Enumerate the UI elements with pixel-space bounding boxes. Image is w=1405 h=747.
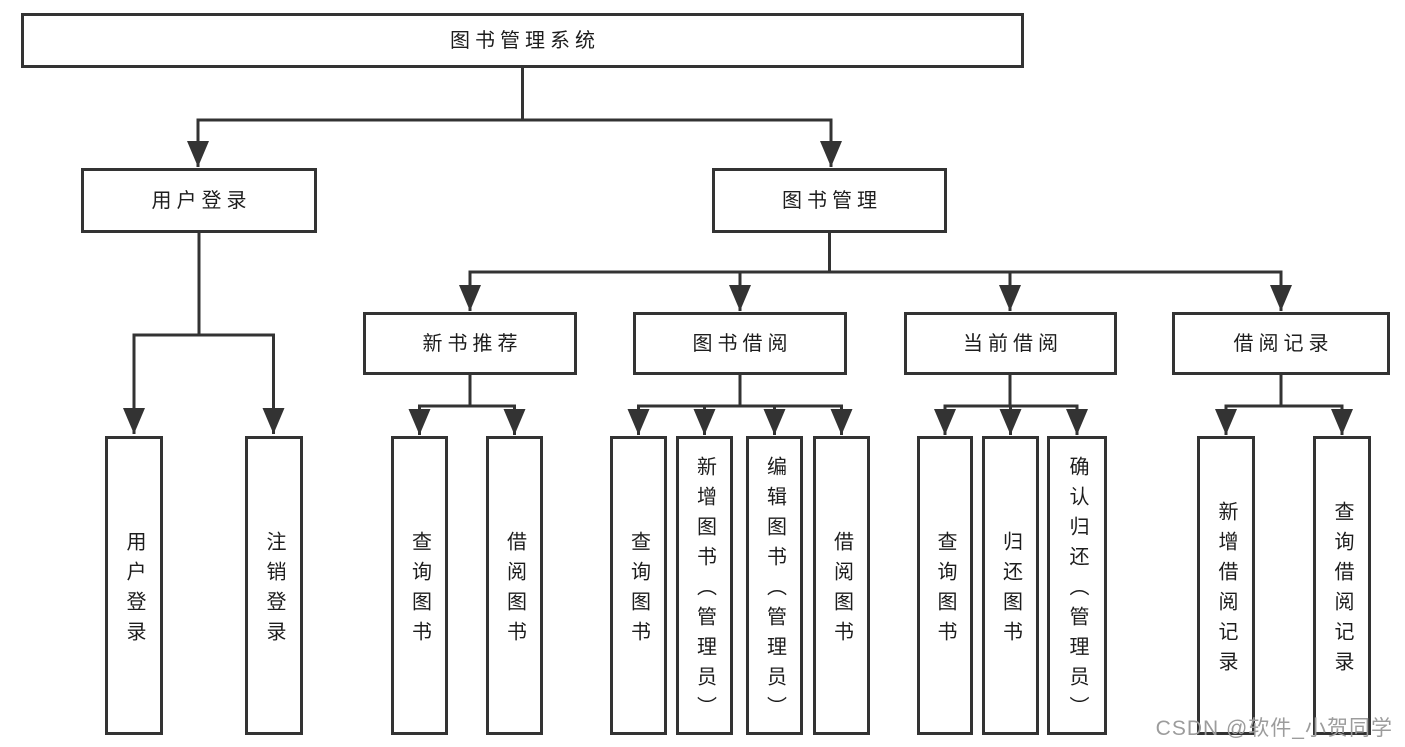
leaf-label: 新增借阅记录 xyxy=(1215,500,1237,681)
node-label: 新书推荐 xyxy=(422,332,523,355)
node-user-login: 用户登录 xyxy=(81,168,317,233)
leaf-borrow-books-recommendation: 借阅图书 xyxy=(486,436,543,735)
leaf-query-books-recommendation: 查询图书 xyxy=(391,436,448,735)
leaf-label: 确认归还（管理员） xyxy=(1066,455,1088,726)
leaf-add-borrowing-record: 新增借阅记录 xyxy=(1197,436,1255,735)
leaf-label: 新增图书（管理员） xyxy=(693,455,716,726)
csdn-watermark: CSDN @软件_小贺同学 xyxy=(1155,717,1393,740)
tree-arrows xyxy=(123,120,1353,435)
leaf-label: 注销登录 xyxy=(263,530,285,651)
leaf-add-books-admin: 新增图书（管理员） xyxy=(676,436,733,735)
leaf-label: 借阅图书 xyxy=(503,530,526,651)
leaf-return-books: 归还图书 xyxy=(982,436,1039,735)
node-label: 图书管理 xyxy=(782,189,882,212)
node-book-borrowing: 图书借阅 xyxy=(633,312,847,375)
node-library-management-system: 图书管理系统 xyxy=(21,13,1024,68)
leaf-user-login: 用户登录 xyxy=(105,436,163,735)
node-borrowing-records: 借阅记录 xyxy=(1172,312,1390,375)
node-label: 图书管理系统 xyxy=(450,29,600,52)
node-label: 借阅记录 xyxy=(1233,332,1334,355)
node-book-management: 图书管理 xyxy=(712,168,947,233)
leaf-edit-books-admin: 编辑图书（管理员） xyxy=(746,436,803,735)
node-label: 用户登录 xyxy=(151,189,252,212)
leaf-label: 查询图书 xyxy=(934,530,956,651)
leaf-label: 查询图书 xyxy=(408,530,431,651)
leaf-label: 查询图书 xyxy=(627,530,650,651)
leaf-confirm-return-admin: 确认归还（管理员） xyxy=(1047,436,1107,735)
node-label: 图书借阅 xyxy=(692,332,793,355)
leaf-label: 归还图书 xyxy=(999,530,1022,651)
leaf-query-books-borrowing: 查询图书 xyxy=(610,436,667,735)
node-current-borrowing: 当前借阅 xyxy=(904,312,1117,375)
leaf-query-borrowing-record: 查询借阅记录 xyxy=(1313,436,1371,735)
node-label: 当前借阅 xyxy=(963,332,1063,355)
node-new-book-recommendation: 新书推荐 xyxy=(363,312,577,375)
leaf-query-books-current: 查询图书 xyxy=(917,436,973,735)
leaf-label: 用户登录 xyxy=(123,530,145,651)
leaf-label: 借阅图书 xyxy=(830,530,853,651)
tree-lines xyxy=(132,68,1344,408)
leaf-logout: 注销登录 xyxy=(245,436,303,735)
leaf-label: 编辑图书（管理员） xyxy=(763,455,786,726)
leaf-borrow-books: 借阅图书 xyxy=(813,436,870,735)
leaf-label: 查询借阅记录 xyxy=(1331,500,1353,681)
